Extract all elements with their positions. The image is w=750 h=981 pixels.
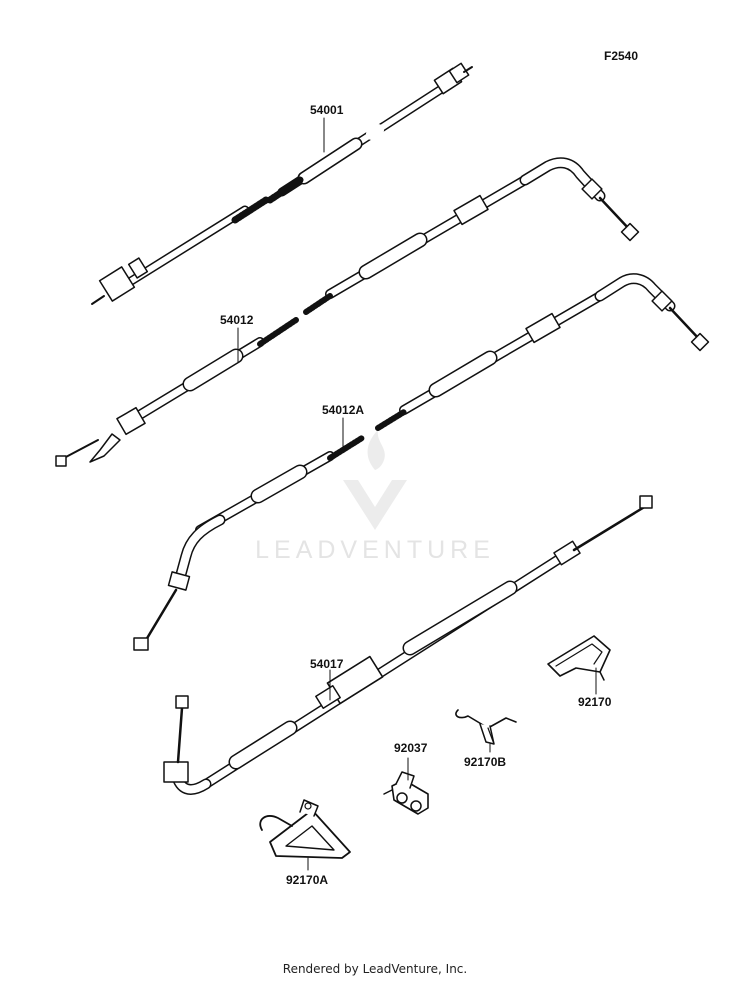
label-92170A: 92170A [286, 873, 328, 887]
label-54017: 54017 [310, 657, 344, 671]
cable-54017[interactable] [163, 495, 653, 795]
label-92037: 92037 [394, 741, 428, 755]
clamp-92170[interactable] [547, 635, 611, 681]
watermark-logo-icon [343, 480, 407, 530]
label-92170: 92170 [578, 695, 612, 709]
label-54012A: 54012A [322, 403, 364, 417]
figure-code: F2540 [604, 49, 638, 63]
cable-54001[interactable] [91, 62, 473, 305]
label-54012: 54012 [220, 313, 254, 327]
clamp-92170B[interactable] [455, 709, 517, 745]
watermark-text: LEADVENTURE [255, 536, 495, 564]
cable-54012A[interactable] [133, 273, 710, 651]
label-54001: 54001 [310, 103, 344, 117]
clamp-92170A[interactable] [259, 799, 351, 859]
watermark-flame-icon [367, 430, 385, 470]
watermark: LEADVENTURE [255, 430, 495, 564]
footer-credit: Rendered by LeadVenture, Inc. [282, 962, 468, 976]
clip-92037[interactable] [383, 771, 429, 815]
label-92170B: 92170B [464, 755, 506, 769]
